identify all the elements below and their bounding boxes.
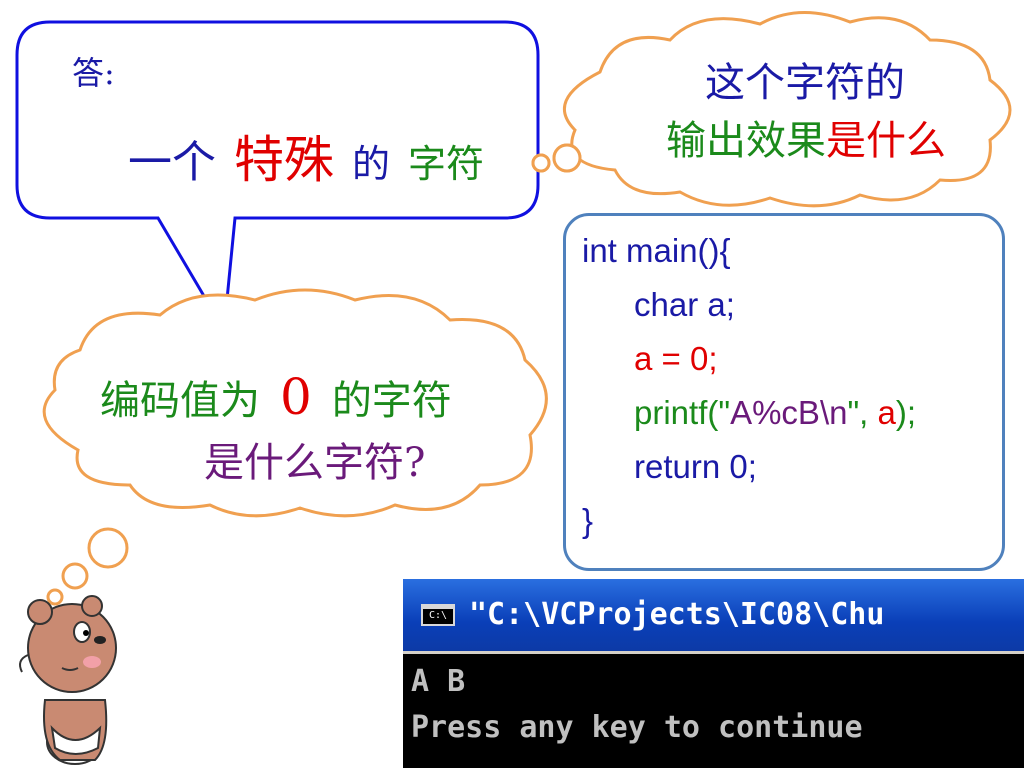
console-output-line: Press any key to continue <box>411 710 863 745</box>
middle-thought-cloud <box>42 288 548 518</box>
top-question-part1: 输出效果 <box>666 118 826 164</box>
middle-question-line2: 是什么字符? <box>204 440 426 486</box>
answer-word: 字符 <box>408 142 485 186</box>
top-question-line2: 输出效果是什么 <box>626 108 986 166</box>
code-line: char a; <box>634 286 735 323</box>
code-token: ", <box>847 394 878 431</box>
top-thought-cloud <box>563 11 1012 208</box>
top-question-part2: 是什么 <box>826 118 946 164</box>
console-output: A B Press any key to continue <box>403 651 1024 768</box>
cloud-dot <box>552 143 582 173</box>
console-window: C:\ "C:\VCProjects\IC08\Chu A B Press an… <box>403 579 1024 768</box>
cloud-dot <box>87 527 129 569</box>
code-line: } <box>582 502 594 539</box>
console-title: "C:\VCProjects\IC08\Chu <box>469 597 885 632</box>
code-token-format: A%cB\n <box>730 394 848 431</box>
answer-word: 的 <box>352 142 391 186</box>
answer-speech-bubble <box>15 20 540 335</box>
bear-character <box>19 595 117 765</box>
middle-question-zero: 0 <box>280 368 312 426</box>
cloud-dot <box>531 153 551 173</box>
console-icon: C:\ <box>421 604 455 626</box>
code-box: int main(){ char a; a = 0; printf("A%cB\… <box>563 213 1005 571</box>
code-token-arg: a <box>877 394 896 431</box>
cloud-dot <box>46 588 64 606</box>
code-line: int main(){ <box>582 232 731 269</box>
top-question-line1: 这个字符的 <box>705 60 905 106</box>
answer-word-highlight: 特殊 <box>234 131 334 189</box>
cloud-dot <box>61 562 89 590</box>
code-token: printf(" <box>634 394 731 431</box>
middle-question-part1: 编码值为 <box>100 378 260 424</box>
console-titlebar[interactable]: C:\ "C:\VCProjects\IC08\Chu <box>403 579 1024 651</box>
middle-question-part2: 的字符 <box>331 378 452 424</box>
answer-text: 一个特殊的字符 <box>128 120 502 192</box>
answer-label: 答: <box>72 54 115 92</box>
answer-word: 一个 <box>128 137 216 188</box>
code-line-printf: printf("A%cB\n", a); <box>634 394 916 432</box>
code-line: return 0; <box>634 448 757 485</box>
code-line: a = 0; <box>634 340 718 377</box>
middle-question-line1: 编码值为 0 的字符 <box>100 368 452 426</box>
code-token: ); <box>895 394 917 431</box>
console-output-line: A B <box>411 664 466 699</box>
